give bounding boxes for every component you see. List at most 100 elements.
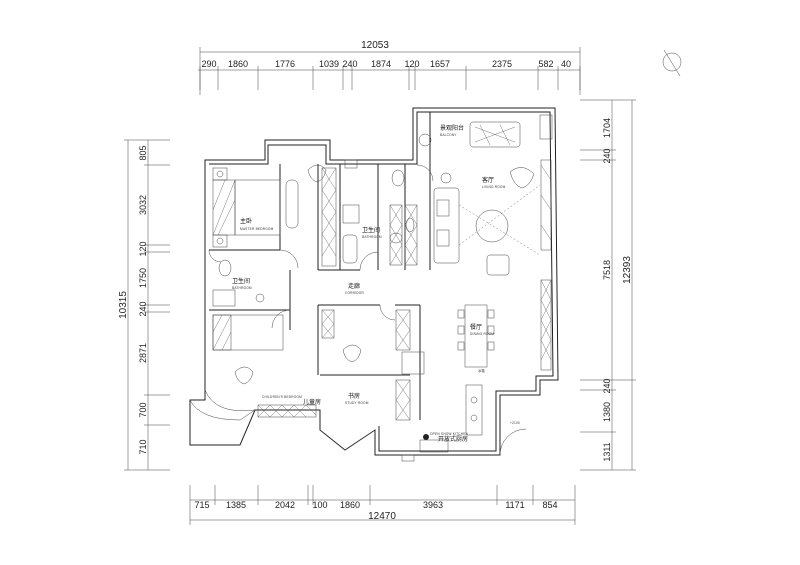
armchair-icon	[342, 344, 362, 363]
right-seg-4: 1311	[602, 442, 612, 461]
left-total-dimension: 10315	[118, 291, 129, 319]
kitchen-sink-icon	[419, 439, 449, 453]
top-segment-labels: 290 1860 1776 1039 240 1874 120 1657 237…	[201, 59, 571, 69]
study-bookshelf-hatch	[321, 309, 411, 421]
coffee-table	[475, 209, 509, 243]
outer-walls	[189, 107, 559, 456]
top-seg-6: 120	[404, 59, 419, 69]
vanity	[344, 159, 358, 169]
left-seg-6: 700	[138, 402, 148, 417]
armchair-icon	[234, 366, 254, 385]
right-dimension-lines	[580, 99, 636, 471]
right-inner-dimension: 7518	[602, 260, 612, 280]
master-bedroom-label: 主卧	[240, 217, 252, 225]
left-seg-2: 120	[138, 241, 148, 256]
nightstand	[212, 234, 228, 248]
bottom-total-dimension: 12470	[368, 511, 396, 522]
bath-cabinet-hatch	[389, 204, 418, 266]
master-bed	[212, 179, 281, 236]
door-swings	[208, 164, 434, 329]
top-seg-10: 40	[561, 59, 571, 69]
dining-table	[464, 304, 488, 368]
top-seg-2: 1776	[275, 59, 295, 69]
top-seg-9: 582	[538, 59, 553, 69]
corridor-sub: CORRIDOR	[345, 291, 364, 295]
corridor-label: 走廊	[348, 282, 360, 290]
top-dimension-lines	[198, 47, 581, 95]
entry-mat	[401, 454, 415, 462]
shower-icon	[212, 289, 236, 307]
bay-window	[189, 399, 256, 421]
interior-walls	[209, 112, 431, 420]
balcony-table	[469, 121, 521, 148]
wardrobe	[285, 179, 299, 229]
balcony-sub: BALCONY	[440, 133, 457, 137]
toilet-icon	[405, 217, 415, 233]
top-seg-8: 2375	[492, 59, 512, 69]
nightstand	[212, 167, 228, 181]
right-segment-labels: 1704 240 240 1380 1311	[602, 118, 612, 462]
bathtub-icon	[342, 234, 358, 264]
childrens-room-label: 儿童房	[303, 398, 321, 406]
lamp-icon	[216, 237, 224, 245]
right-seg-0: 1704	[602, 118, 612, 138]
elevation-mark: +2100	[510, 421, 520, 425]
armchair-icon	[486, 254, 510, 276]
living-room-sub: LIVING ROOM	[482, 185, 506, 189]
top-seg-5: 1874	[371, 59, 391, 69]
lamp-icon	[216, 170, 224, 178]
bottom-seg-0: 715	[194, 500, 209, 510]
top-seg-1: 1860	[228, 59, 248, 69]
planter	[539, 114, 553, 140]
left-seg-5: 2871	[138, 343, 148, 363]
armchair-icon	[307, 164, 327, 183]
left-dimension-lines	[124, 139, 170, 471]
fridge-label: 冰箱	[478, 368, 485, 373]
sofa	[433, 187, 460, 264]
cooktop-icon	[423, 434, 429, 440]
balcony-label: 景观阳台	[440, 124, 464, 132]
top-seg-7: 1657	[430, 59, 450, 69]
bathroom-sub: BATHROOM	[362, 235, 382, 239]
bottom-seg-2: 2042	[275, 500, 295, 510]
wardrobe-hatch	[321, 167, 337, 267]
left-seg-4: 240	[138, 301, 148, 316]
bay-window	[319, 429, 376, 451]
right-seg-3: 1380	[602, 402, 612, 422]
bathroom-label: 卫生间	[362, 226, 380, 234]
desk-hatch	[257, 404, 317, 418]
left-seg-1: 3032	[138, 195, 148, 215]
bottom-seg-7: 854	[542, 500, 557, 510]
bottom-seg-1: 1385	[226, 500, 246, 510]
bay-window-inner	[204, 389, 256, 412]
bathroom-left-sub: BATHROOM	[232, 286, 252, 290]
dining-room-sub: DINING ROOM	[470, 332, 494, 336]
fridge	[401, 351, 425, 375]
left-seg-7: 710	[138, 439, 148, 454]
study-sub: STUDY ROOM	[345, 401, 369, 405]
dining-room-label: 餐厅	[470, 323, 482, 331]
right-seg-1: 240	[602, 148, 612, 163]
bottom-segment-labels: 715 1385 2042 100 1860 3963 1171 854	[194, 500, 557, 510]
top-seg-4: 240	[342, 59, 357, 69]
bottom-seg-6: 1171	[505, 500, 524, 510]
childrens-bed	[212, 314, 284, 351]
right-seg-2: 240	[602, 378, 612, 393]
bottom-dimension-lines	[189, 485, 576, 525]
childrens-room-sub: CHILDREN'S BEDROOM	[262, 395, 302, 399]
north-arrow-icon	[662, 49, 682, 77]
living-room-label: 客厅	[482, 176, 494, 184]
top-seg-0: 290	[201, 59, 216, 69]
bottom-seg-3: 100	[312, 500, 327, 510]
armchair-icon	[509, 167, 535, 189]
master-bedroom-sub: MASTER BEDROOM	[240, 227, 274, 231]
left-seg-0: 805	[138, 145, 148, 160]
sink-icon	[389, 232, 403, 244]
side-cabinet-hatch	[540, 279, 552, 371]
bottom-seg-5: 3963	[423, 500, 443, 510]
left-segment-labels: 805 3032 120 1750 240 2871 700 710	[138, 145, 148, 454]
toilet-icon	[391, 169, 405, 187]
kitchen-sub: OPEN SHOW KITCHEN	[430, 432, 469, 436]
left-seg-3: 1750	[138, 268, 148, 288]
